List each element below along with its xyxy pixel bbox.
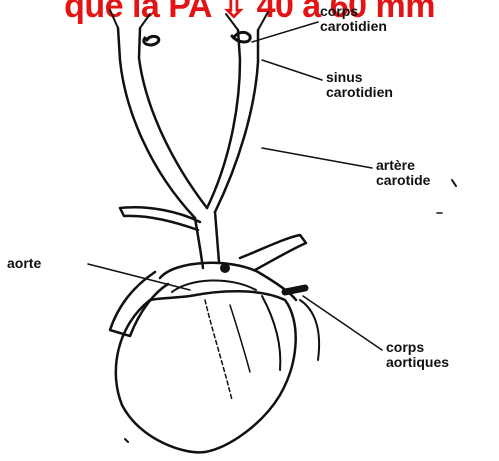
label-corps-carotidien: corps carotidien [320, 4, 387, 34]
label-line: carotide [376, 173, 430, 188]
label-artere-carotide: artère carotide [376, 158, 430, 188]
label-line: corps [320, 4, 387, 19]
label-sinus-carotidien: sinus carotidien [326, 70, 393, 100]
label-line: carotidien [320, 19, 387, 34]
label-corps-aortiques: corps aortiques [386, 340, 449, 370]
heart-outline [116, 291, 296, 452]
right-carotid-wall [207, 30, 240, 208]
right-branch [240, 235, 306, 270]
left-carotid-wall [139, 28, 207, 208]
leader-corps-aortiques [303, 296, 382, 350]
common-trunk [200, 248, 203, 268]
label-aorte: aorte [7, 256, 41, 271]
label-line: corps [386, 340, 449, 355]
leader-artere-carotide [262, 148, 372, 168]
label-line: artère [376, 158, 430, 173]
leader-sinus-carotidien [262, 60, 322, 80]
label-line: aortiques [386, 355, 449, 370]
label-line: sinus [326, 70, 393, 85]
right-carotid-artery [215, 30, 258, 212]
label-line: carotidien [326, 85, 393, 100]
